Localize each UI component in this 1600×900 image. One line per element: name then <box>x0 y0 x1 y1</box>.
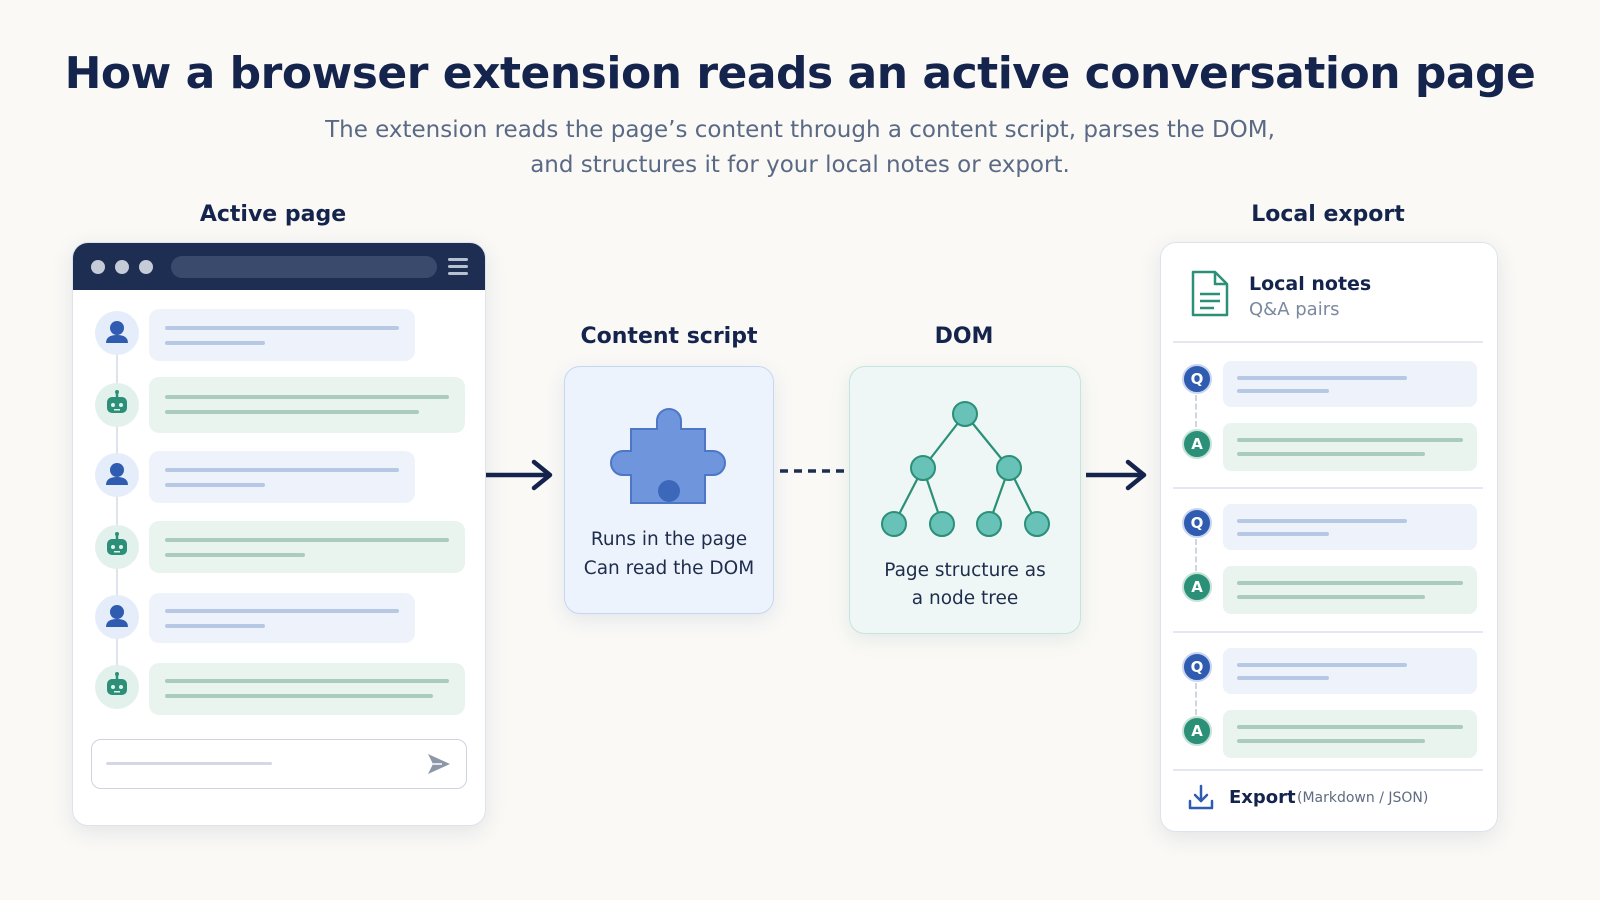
bot-icon <box>107 672 127 695</box>
message-bubble-user <box>149 593 415 643</box>
dom-card: Page structure as a node tree <box>849 366 1081 634</box>
qa-connector <box>1195 539 1197 571</box>
export-button[interactable]: Export <box>1229 787 1296 808</box>
message-input[interactable] <box>91 739 467 789</box>
window-dot-minimize[interactable] <box>115 260 129 274</box>
qa-connector <box>1195 683 1197 715</box>
message-bubble-bot <box>149 521 465 573</box>
user-icon <box>106 605 128 627</box>
divider <box>1173 631 1483 633</box>
message-bubble-user <box>149 309 415 361</box>
qa-question-bubble[interactable] <box>1223 504 1477 550</box>
puzzle-piece-icon <box>610 408 726 504</box>
active-page-label: Active page <box>199 202 347 227</box>
question-badge: Q <box>1182 364 1212 394</box>
content-script-card: Runs in the page Can read the DOM <box>564 366 774 614</box>
local-export-label: Local export <box>1251 202 1405 227</box>
window-dot-close[interactable] <box>91 260 105 274</box>
divider <box>1173 487 1483 489</box>
bot-icon <box>107 390 127 413</box>
user-avatar <box>95 453 139 497</box>
thread-line <box>116 323 118 693</box>
send-icon[interactable] <box>426 752 452 776</box>
page-subtitle: The extension reads the page’s content t… <box>325 117 1275 178</box>
notes-title: Local notes <box>1249 273 1372 295</box>
answer-badge: A <box>1182 572 1212 602</box>
address-bar[interactable] <box>171 256 437 278</box>
document-icon <box>1191 270 1229 317</box>
content-script-line-2: Can read the DOM <box>583 558 755 579</box>
qa-answer-bubble[interactable] <box>1223 710 1477 758</box>
qa-answer-bubble[interactable] <box>1223 566 1477 614</box>
message-bubble-bot <box>149 663 465 715</box>
content-script-label: Content script <box>580 324 758 349</box>
divider <box>1173 769 1483 771</box>
dom-line-2: a node tree <box>911 588 1019 609</box>
dom-label: DOM <box>934 324 994 349</box>
user-avatar <box>95 311 139 355</box>
page-title: How a browser extension reads an active … <box>64 48 1536 99</box>
node-tree-icon <box>881 401 1050 537</box>
arrow-right-icon <box>486 459 553 491</box>
divider <box>1173 341 1483 343</box>
user-avatar <box>95 595 139 639</box>
bot-avatar <box>95 383 139 427</box>
content-script-line-1: Runs in the page <box>590 529 748 550</box>
menu-icon[interactable] <box>448 258 468 276</box>
notes-subtitle: Q&A pairs <box>1249 299 1340 320</box>
qa-question-bubble[interactable] <box>1223 648 1477 694</box>
arrow-right-icon <box>1086 459 1147 491</box>
local-export-panel: Local notes Q&A pairs Q A Q A Q A <box>1160 242 1498 832</box>
browser-window <box>72 242 486 826</box>
question-badge: Q <box>1182 508 1212 538</box>
dom-line-1: Page structure as <box>884 560 1046 581</box>
user-icon <box>106 321 128 343</box>
browser-toolbar <box>73 243 485 290</box>
download-icon[interactable] <box>1187 783 1215 811</box>
question-badge: Q <box>1182 652 1212 682</box>
qa-answer-bubble[interactable] <box>1223 423 1477 471</box>
qa-connector <box>1195 395 1197 427</box>
message-bubble-bot <box>149 377 465 433</box>
bot-avatar <box>95 525 139 569</box>
message-bubble-user <box>149 451 415 503</box>
user-icon <box>106 463 128 485</box>
dashed-connector <box>780 469 844 473</box>
bot-avatar <box>95 665 139 709</box>
qa-question-bubble[interactable] <box>1223 361 1477 407</box>
bot-icon <box>107 532 127 555</box>
window-dot-maximize[interactable] <box>139 260 153 274</box>
answer-badge: A <box>1182 429 1212 459</box>
answer-badge: A <box>1182 716 1212 746</box>
export-formats: (Markdown / JSON) <box>1297 790 1429 806</box>
